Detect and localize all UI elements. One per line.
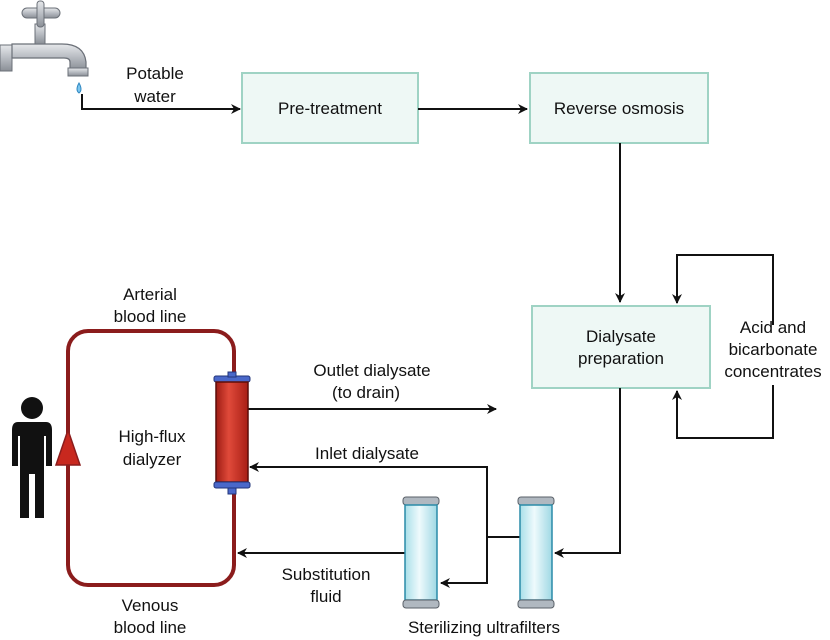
ultrafilter-left bbox=[402, 496, 440, 609]
concentrate-loop-top-arrow bbox=[672, 254, 774, 325]
substitution-fluid-label-1: Substitution bbox=[282, 565, 371, 584]
sterilizing-ultrafilters-label: Sterilizing ultrafilters bbox=[408, 618, 560, 637]
water-to-pretreatment-arrow bbox=[81, 94, 241, 114]
reverse-osmosis-box bbox=[529, 72, 709, 144]
pretreatment-label: Pre-treatment bbox=[278, 99, 382, 118]
dialyzer-label-1: High-flux bbox=[118, 427, 186, 446]
high-flux-dialyzer bbox=[213, 371, 251, 495]
filter-to-filter-arrow bbox=[440, 537, 488, 588]
water-drop-icon bbox=[76, 81, 82, 94]
potable-water-label-2: water bbox=[133, 87, 176, 106]
acid-bicarbonate-label-1: Acid and bbox=[740, 318, 806, 337]
venous-label-2: blood line bbox=[114, 618, 187, 637]
dialyzer-label-2: dialyzer bbox=[123, 450, 182, 469]
dialysate-preparation-box bbox=[531, 305, 711, 389]
outlet-dialysate-label-1: Outlet dialysate bbox=[313, 361, 430, 380]
water-tap-icon bbox=[0, 0, 89, 94]
inlet-dialysate-arrow bbox=[249, 462, 520, 538]
dialysate-preparation-label-1: Dialysate bbox=[586, 327, 656, 346]
inlet-dialysate-label: Inlet dialysate bbox=[315, 444, 419, 463]
concentrate-loop-bottom-arrow bbox=[672, 385, 774, 439]
arterial-flow-arrow bbox=[54, 427, 82, 466]
dialysate-to-ultrafilter-arrow bbox=[554, 388, 621, 558]
acid-bicarbonate-label-2: bicarbonate bbox=[729, 340, 818, 359]
arterial-label-2: blood line bbox=[114, 307, 187, 326]
substitution-fluid-label-2: fluid bbox=[310, 587, 341, 606]
reverse-osmosis-label: Reverse osmosis bbox=[554, 99, 684, 118]
arterial-label-1: Arterial bbox=[123, 285, 177, 304]
dialysate-preparation-label-2: preparation bbox=[578, 349, 664, 368]
pretreatment-box bbox=[241, 72, 419, 144]
venous-label-1: Venous bbox=[122, 596, 179, 615]
ultrafilter-right bbox=[517, 496, 555, 609]
acid-bicarbonate-label-3: concentrates bbox=[724, 362, 821, 381]
potable-water-label-1: Potable bbox=[126, 64, 184, 83]
outlet-dialysate-label-2: (to drain) bbox=[332, 383, 400, 402]
patient-icon bbox=[12, 397, 52, 518]
